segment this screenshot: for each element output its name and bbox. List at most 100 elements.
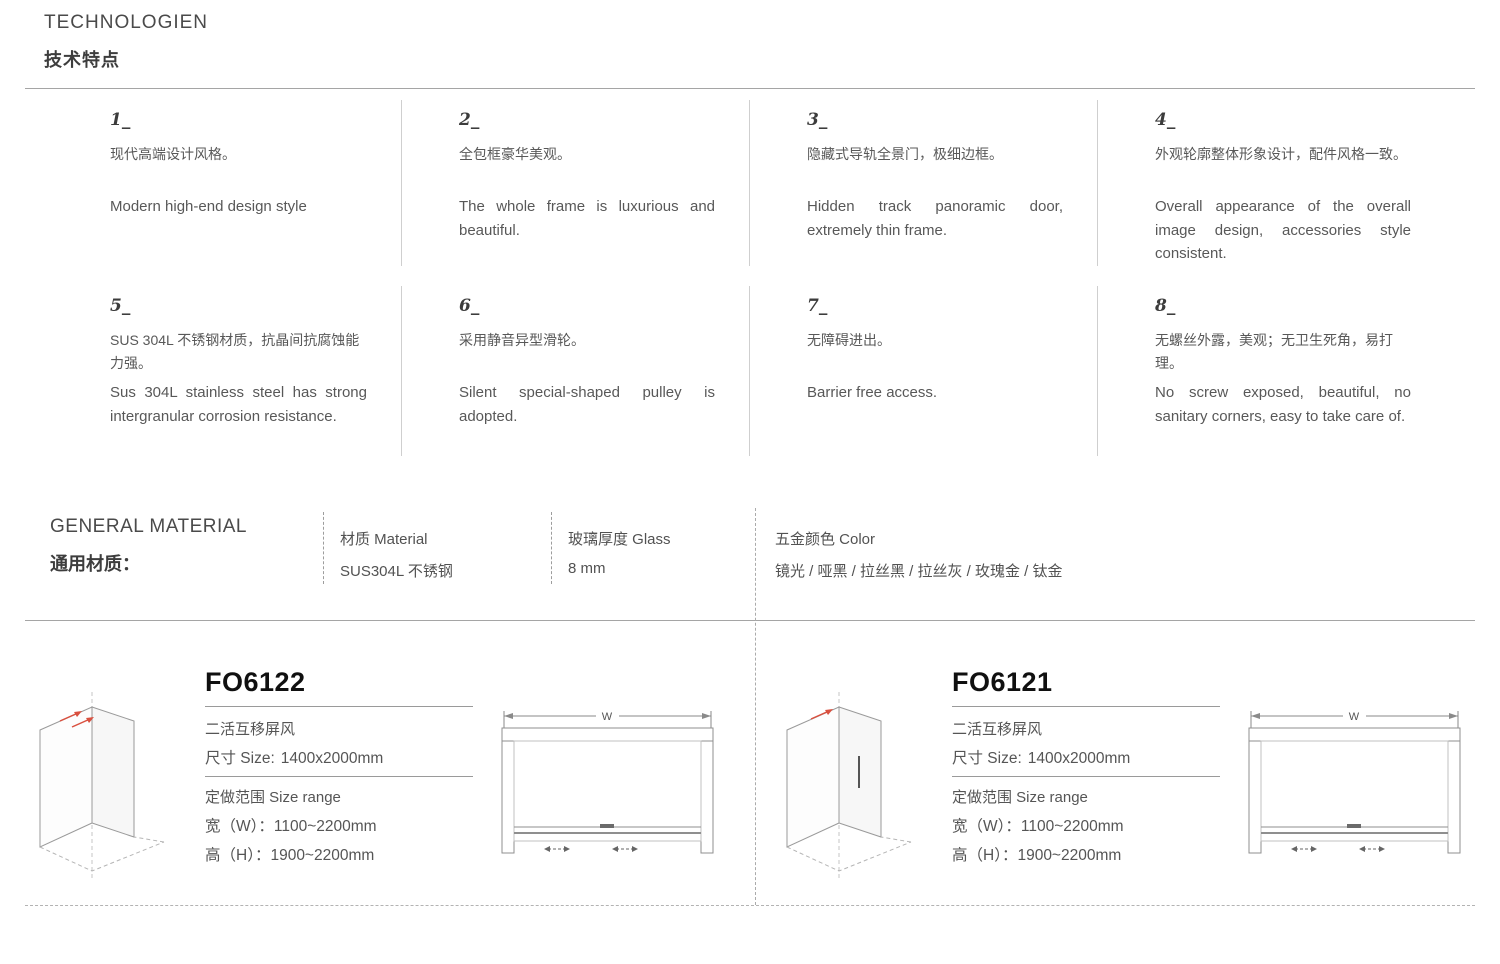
size-range-label: 定做范围 Size range [205, 789, 341, 806]
slide-arrowhead [564, 846, 570, 852]
color-label: 五金颜色 Color [775, 531, 876, 548]
feature-text-zh: 隐藏式导轨全景门，极细边框。 [807, 146, 1003, 162]
slide-arrowhead [612, 846, 618, 852]
feature-number: 3_ [807, 110, 828, 130]
height-value: 1900~2200mm [1017, 847, 1122, 864]
dim-arrow-right [1449, 713, 1458, 719]
color-value: 镜光 / 哑黑 / 拉丝黑 / 拉丝灰 / 玫瑰金 / 钛金 [775, 563, 1063, 580]
glass-label: 玻璃厚度 Glass [568, 531, 671, 548]
feature-text-zh: 全包框豪华美观。 [459, 146, 571, 162]
product-isometric-drawing-fo6122 [39, 692, 165, 878]
header-divider [25, 88, 1475, 89]
feature-number: 8_ [1155, 296, 1176, 316]
feature-number: 5_ [110, 296, 131, 316]
product-model: FO6122 [205, 667, 306, 697]
feature-1: 1_ 现代高端设计风格。 Modern high-end design styl… [53, 100, 401, 266]
product-isometric-drawing-fo6121 [786, 692, 912, 878]
slide-arrowhead [632, 846, 638, 852]
feature-4: 4_ 外观轮廓整体形象设计，配件风格一致。 Overall appearance… [1097, 100, 1445, 266]
roller-detail [600, 824, 614, 828]
feature-text-en: The whole frame is luxurious and beautif… [459, 198, 715, 239]
feature-text-zh: 无螺丝外露，美观；无卫生死角，易打理。 [1155, 332, 1393, 371]
width-label: 宽（W）： [205, 818, 274, 835]
frame-top-bar [1248, 727, 1461, 742]
slide-arrowhead [1359, 846, 1365, 852]
feature-text-en: Silent special-shaped pulley is adopted. [459, 384, 715, 425]
feature-text-zh: SUS 304L 不锈钢材质，抗晶间抗腐蚀能力强。 [110, 332, 360, 371]
product-front-diagram-fo6122: W [501, 709, 714, 854]
product-divider [205, 706, 473, 707]
dim-label-bg [1343, 709, 1366, 722]
dim-arrow-right [702, 713, 711, 719]
product-info-fo6121: FO6121 二活互移屏风 尺寸 Size:1400x2000mm 定做范围 S… [952, 666, 1220, 865]
width-value: 1100~2200mm [1020, 818, 1124, 835]
material-section-subtitle: 通用材质： [50, 554, 140, 574]
height-label: 高（H）： [205, 847, 271, 864]
dim-label: W [602, 711, 613, 723]
width-range: 宽（W）：1100~2200mm [205, 814, 473, 836]
feature-number: 7_ [807, 296, 828, 316]
page-title: TECHNOLOGIEN [44, 12, 209, 33]
frame-left-post [1248, 740, 1262, 854]
feature-text-zh: 采用静音异型滑轮。 [459, 332, 585, 348]
slide-arrowhead [1291, 846, 1297, 852]
roller-detail [1347, 824, 1361, 828]
slide-direction-arrow [810, 710, 830, 720]
glass-value: 8 mm [568, 560, 606, 577]
product-model: FO6121 [952, 667, 1053, 697]
slide-arrowhead [1311, 846, 1317, 852]
slide-arrowhead [544, 846, 550, 852]
product-size: 尺寸 Size: 1400x2000mm [205, 746, 473, 768]
frame-top-bar [501, 727, 714, 742]
feature-number: 1_ [110, 110, 131, 130]
size-label: 尺寸 Size: [205, 750, 275, 767]
product-type: 二活互移屏风 [205, 721, 296, 738]
product-divider [205, 776, 473, 777]
feature-text-zh: 无障碍进出。 [807, 332, 891, 348]
glass-panel-front [39, 706, 93, 848]
height-label: 高（H）： [952, 847, 1018, 864]
feature-5: 5_ SUS 304L 不锈钢材质，抗晶间抗腐蚀能力强。 Sus 304L st… [53, 286, 401, 456]
product-divider [952, 706, 1220, 707]
frame-right-post [1447, 740, 1461, 854]
feature-text-zh: 外观轮廓整体形象设计，配件风格一致。 [1155, 146, 1407, 162]
size-value: 1400x2000mm [280, 750, 384, 767]
slide-direction-arrow [59, 712, 79, 722]
floor-plan-dashed [133, 836, 165, 843]
page-subtitle: 技术特点 [44, 50, 120, 70]
product-column-divider [755, 508, 756, 905]
width-label: 宽（W）： [952, 818, 1021, 835]
floor-plan-dashed [880, 836, 912, 843]
dim-label: W [1349, 711, 1360, 723]
size-range-label: 定做范围 Size range [952, 789, 1088, 806]
feature-number: 6_ [459, 296, 480, 316]
dim-label-bg [596, 709, 619, 722]
slide-direction-arrowhead [86, 717, 94, 723]
glass-area [1260, 740, 1449, 842]
section-divider [25, 620, 1475, 621]
product-size: 尺寸 Size:1400x2000mm [952, 746, 1220, 768]
material-divider [323, 512, 324, 584]
slide-arrowhead [1379, 846, 1385, 852]
floor-plan-dashed [39, 841, 165, 872]
feature-text-en: Modern high-end design style [110, 198, 307, 215]
size-label: 尺寸 Size: [952, 750, 1022, 767]
feature-text-en: Hidden track panoramic door, extremely t… [807, 198, 1063, 239]
dim-arrow-left [504, 713, 513, 719]
feature-text-en: Barrier free access. [807, 384, 938, 401]
feature-6: 6_ 采用静音异型滑轮。 Silent special-shaped pulle… [401, 286, 749, 456]
width-range: 宽（W）：1100~2200mm [952, 814, 1220, 836]
feature-number: 4_ [1155, 110, 1176, 130]
product-info-fo6122: FO6122 二活互移屏风 尺寸 Size: 1400x2000mm 定做范围 S… [205, 666, 473, 865]
height-value: 1900~2200mm [270, 847, 375, 864]
feature-text-en: Overall appearance of the overall image … [1155, 198, 1411, 262]
material-section-title: GENERAL MATERIAL [50, 516, 247, 537]
width-value: 1100~2200mm [273, 818, 377, 835]
height-range: 高（H）：1900~2200mm [952, 843, 1220, 865]
product-front-diagram-fo6121: W [1248, 709, 1461, 854]
slide-direction-arrowhead [825, 709, 833, 715]
slide-direction-arrow [71, 718, 91, 728]
slide-direction-arrowhead [74, 711, 82, 717]
material-label: 材质 Material [340, 531, 428, 548]
